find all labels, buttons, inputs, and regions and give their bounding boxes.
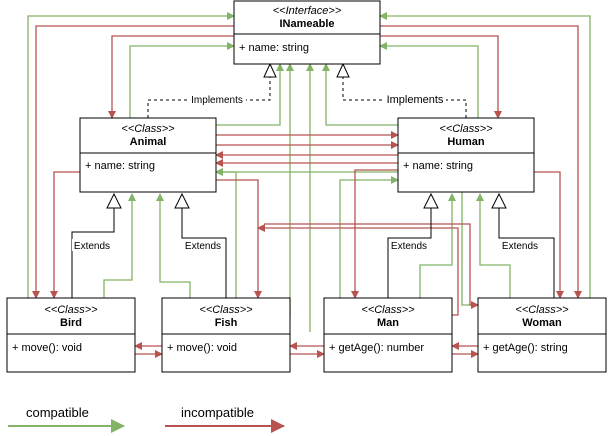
man-stereotype: <<Class>> — [361, 304, 415, 316]
man-name: Man — [377, 317, 399, 329]
arrow-fish-woman — [264, 223, 479, 309]
arrow-animal-human — [216, 63, 284, 126]
legend: compatible incompatible — [8, 405, 285, 433]
animal-name: Animal — [130, 136, 167, 148]
implements-human-triangle — [336, 62, 350, 78]
arrow-human-inameable — [379, 42, 479, 118]
extends-fish-triangle — [174, 192, 190, 209]
woman-member-getage: + getAge(): string — [483, 342, 568, 354]
extends-woman-triangle — [491, 192, 507, 209]
extends-fish-edge — [181, 208, 227, 298]
arrow-human-man — [351, 169, 398, 299]
arrow-bird-inameable — [27, 12, 235, 298]
animal-member-name: + name: string — [85, 160, 155, 172]
class-inameable[interactable]: <<Interface>> INameable + name: string — [233, 0, 381, 65]
bird-stereotype: <<Class>> — [44, 304, 98, 316]
class-fish[interactable]: <<Class>> Fish + move(): void — [161, 297, 291, 373]
class-woman[interactable]: <<Class>> Woman + getAge(): string — [477, 297, 607, 373]
legend-incompatible-label: incompatible — [181, 405, 254, 420]
extends-label-man: Extends — [391, 241, 427, 252]
arrow-inameable-human — [380, 35, 502, 119]
extends-woman-edge — [498, 208, 555, 298]
human-member-name: + name: string — [403, 160, 473, 172]
inameable-name: INameable — [279, 18, 334, 30]
fish-member-move: + move(): void — [167, 342, 237, 354]
extends-bird-edge — [71, 208, 115, 298]
woman-stereotype: <<Class>> — [515, 304, 569, 316]
arrow-animal-inameable — [129, 42, 235, 118]
class-human[interactable]: <<Class>> Human + name: string — [397, 117, 535, 193]
implements-edges: Implements Implements — [147, 62, 467, 118]
extends-label-woman: Extends — [502, 241, 538, 252]
arrow-woman-inameable — [379, 12, 591, 298]
extends-edges: Extends Extends Extends Extends — [71, 192, 555, 298]
man-member-getage: + getAge(): number — [329, 342, 424, 354]
extends-label-bird: Extends — [74, 241, 110, 252]
class-bird[interactable]: <<Class>> Bird + move(): void — [6, 297, 136, 373]
arrow-bird-animal — [103, 193, 136, 298]
inameable-stereotype: <<Interface>> — [273, 5, 342, 17]
arrow-animal-bird — [50, 171, 80, 299]
class-animal[interactable]: <<Class>> Animal + name: string — [79, 117, 217, 193]
arrow-human-woman — [534, 171, 564, 299]
arrow-man-human — [419, 193, 456, 298]
extends-bird-triangle — [106, 192, 122, 209]
human-name: Human — [447, 136, 485, 148]
human-stereotype: <<Class>> — [439, 123, 493, 135]
arrow-fish-animal — [156, 193, 191, 298]
implements-label-right: Implements — [387, 94, 444, 106]
implements-label-left: Implements — [191, 95, 243, 106]
animal-stereotype: <<Class>> — [121, 123, 175, 135]
extends-man-edge — [387, 208, 432, 298]
arrow-inameable-animal — [108, 35, 234, 119]
woman-name: Woman — [522, 317, 562, 329]
arrow-human-animal — [322, 63, 398, 126]
arrow-woman-human — [476, 193, 511, 298]
bird-name: Bird — [60, 317, 82, 329]
arrow-animal-fish — [216, 179, 262, 299]
arrow-inameable-woman — [380, 25, 582, 299]
bird-member-move: + move(): void — [12, 342, 82, 354]
legend-compatible-label: compatible — [26, 405, 89, 420]
arrow-inameable-bird — [32, 25, 234, 299]
inameable-member-name: + name: string — [239, 42, 309, 54]
class-man[interactable]: <<Class>> Man + getAge(): number — [323, 297, 453, 373]
fish-name: Fish — [215, 317, 238, 329]
implements-animal-triangle — [263, 62, 277, 78]
extends-label-fish: Extends — [185, 241, 221, 252]
arrow-man-animal — [339, 176, 399, 298]
incompatible-arrows — [32, 25, 582, 358]
extends-man-triangle — [423, 192, 439, 209]
fish-stereotype: <<Class>> — [199, 304, 253, 316]
